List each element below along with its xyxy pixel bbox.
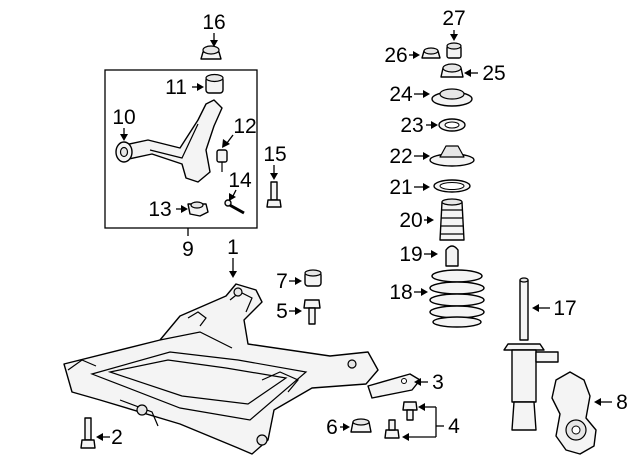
part-15-bolt bbox=[266, 181, 282, 208]
callout-17: 17 bbox=[553, 297, 576, 320]
part-9-lower-control-arm bbox=[119, 99, 223, 183]
part-17-strut bbox=[503, 277, 559, 431]
part-20-dust-boot bbox=[439, 198, 465, 241]
callout-24: 24 bbox=[389, 83, 413, 106]
part-7-bushing bbox=[304, 269, 322, 287]
part-3-bracket bbox=[367, 373, 421, 399]
part-26-nut bbox=[421, 47, 441, 59]
callout-2: 2 bbox=[111, 426, 123, 449]
part-25-nut bbox=[440, 63, 464, 78]
callout-18: 18 bbox=[389, 281, 412, 304]
callout-14: 14 bbox=[228, 169, 252, 192]
part-13-nut bbox=[187, 201, 209, 217]
part-24-strut-mount bbox=[431, 88, 473, 107]
part-1-subframe bbox=[63, 283, 379, 455]
control-arm-group-box bbox=[104, 69, 258, 229]
callout-7: 7 bbox=[276, 270, 288, 293]
part-6-nut bbox=[350, 418, 372, 433]
part-22-upper-seat bbox=[429, 145, 475, 167]
callout-10: 10 bbox=[112, 106, 135, 129]
callout-19: 19 bbox=[399, 243, 422, 266]
callout-16: 16 bbox=[202, 11, 225, 34]
part-27-cap bbox=[446, 42, 462, 59]
callout-8: 8 bbox=[616, 391, 628, 414]
callout-6: 6 bbox=[326, 416, 338, 439]
part-21-insulator bbox=[433, 179, 471, 193]
part-10-bushing bbox=[115, 141, 133, 163]
part-8-knuckle bbox=[551, 371, 597, 455]
part-23-bearing bbox=[438, 118, 466, 132]
callout-12: 12 bbox=[233, 115, 256, 138]
leader-lines bbox=[96, 30, 612, 441]
part-16-nut bbox=[200, 45, 222, 60]
callout-4: 4 bbox=[448, 415, 460, 438]
callout-9: 9 bbox=[182, 238, 194, 261]
part-2-bolt bbox=[80, 417, 96, 449]
part-5-bolt bbox=[303, 299, 321, 325]
callout-21: 21 bbox=[389, 176, 412, 199]
part-4-bolt-lower bbox=[384, 419, 400, 439]
callout-3: 3 bbox=[432, 371, 444, 394]
callout-20: 20 bbox=[399, 209, 422, 232]
callout-22: 22 bbox=[389, 145, 412, 168]
callout-23: 23 bbox=[400, 114, 423, 137]
callout-1: 1 bbox=[227, 236, 239, 259]
part-4-bolt-upper bbox=[402, 401, 418, 421]
part-12-ball-joint bbox=[216, 149, 228, 172]
callout-5: 5 bbox=[276, 300, 288, 323]
callout-27: 27 bbox=[442, 7, 465, 30]
part-18-coil-spring bbox=[429, 269, 485, 328]
callout-26: 26 bbox=[384, 44, 407, 67]
callout-15: 15 bbox=[263, 143, 286, 166]
part-19-bump-stop bbox=[445, 245, 459, 267]
callout-13: 13 bbox=[148, 198, 171, 221]
callout-25: 25 bbox=[482, 62, 505, 85]
callout-11: 11 bbox=[165, 76, 187, 99]
part-14-pin bbox=[224, 199, 245, 215]
part-11-bushing bbox=[205, 73, 224, 94]
callout-labels: 16 11 10 12 13 14 15 9 1 7 5 2 3 4 6 8 1… bbox=[111, 7, 628, 449]
